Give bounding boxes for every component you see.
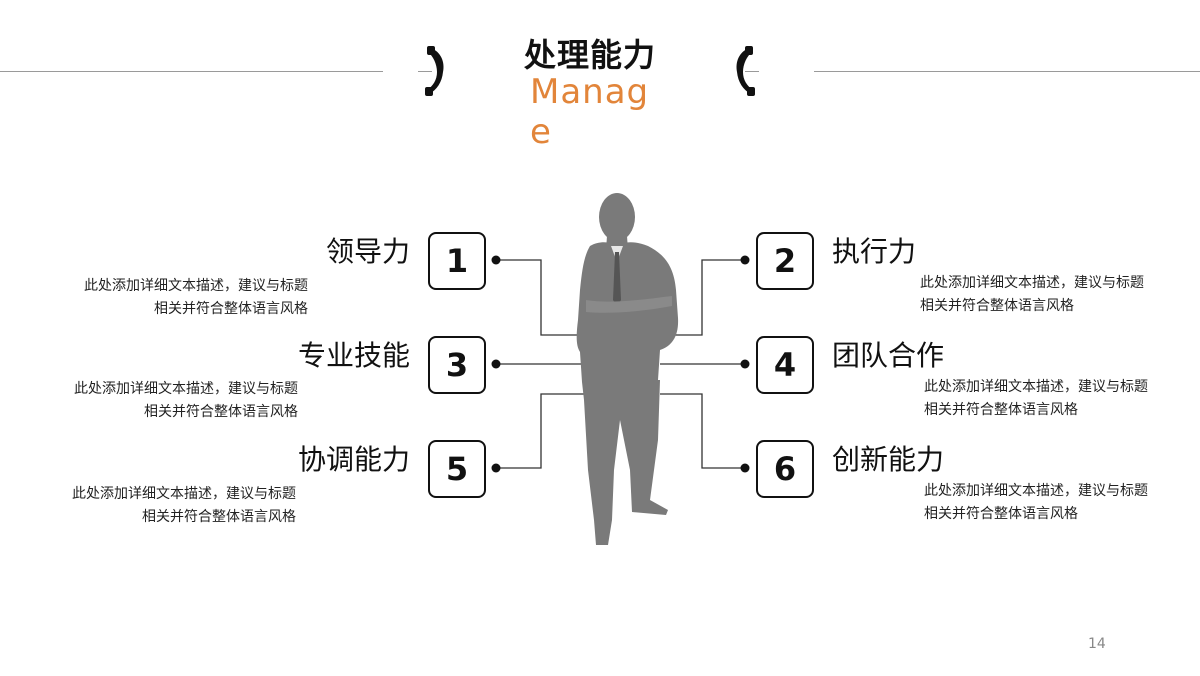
- page-title: 处理能力: [524, 36, 657, 74]
- header-line-right-tick: [745, 71, 759, 72]
- item-label: 领导力: [325, 235, 410, 268]
- item-number-box: 4: [756, 336, 814, 394]
- item-label: 团队合作: [832, 339, 945, 372]
- item-label: 专业技能: [297, 339, 410, 372]
- item-label: 执行力: [832, 235, 917, 268]
- item-description: 此处添加详细文本描述，建议与标题相关并符合整体语言风格: [72, 486, 296, 525]
- page-subtitle: Manage: [530, 72, 650, 152]
- header-line-right: [814, 71, 1200, 72]
- header-line-left: [0, 71, 383, 72]
- item-description: 此处添加详细文本描述，建议与标题相关并符合整体语言风格: [84, 278, 308, 317]
- item-number-box: 6: [756, 440, 814, 498]
- item-number-box: 1: [428, 232, 486, 290]
- phone-handset-icon: [425, 46, 444, 96]
- item-label: 协调能力: [297, 443, 410, 476]
- businessman-silhouette-icon: [576, 193, 679, 546]
- item-number-box: 3: [428, 336, 486, 394]
- item-description: 此处添加详细文本描述，建议与标题相关并符合整体语言风格: [924, 379, 1148, 418]
- item-number-box: 5: [428, 440, 486, 498]
- item-description: 此处添加详细文本描述，建议与标题相关并符合整体语言风格: [924, 483, 1148, 522]
- phone-handset-icon: [736, 46, 755, 96]
- item-label: 创新能力: [832, 443, 945, 476]
- header-line-left-tick: [418, 71, 432, 72]
- page-number: 14: [1088, 636, 1106, 652]
- item-description: 此处添加详细文本描述，建议与标题相关并符合整体语言风格: [920, 275, 1144, 314]
- item-number-box: 2: [756, 232, 814, 290]
- item-description: 此处添加详细文本描述，建议与标题相关并符合整体语言风格: [74, 381, 298, 420]
